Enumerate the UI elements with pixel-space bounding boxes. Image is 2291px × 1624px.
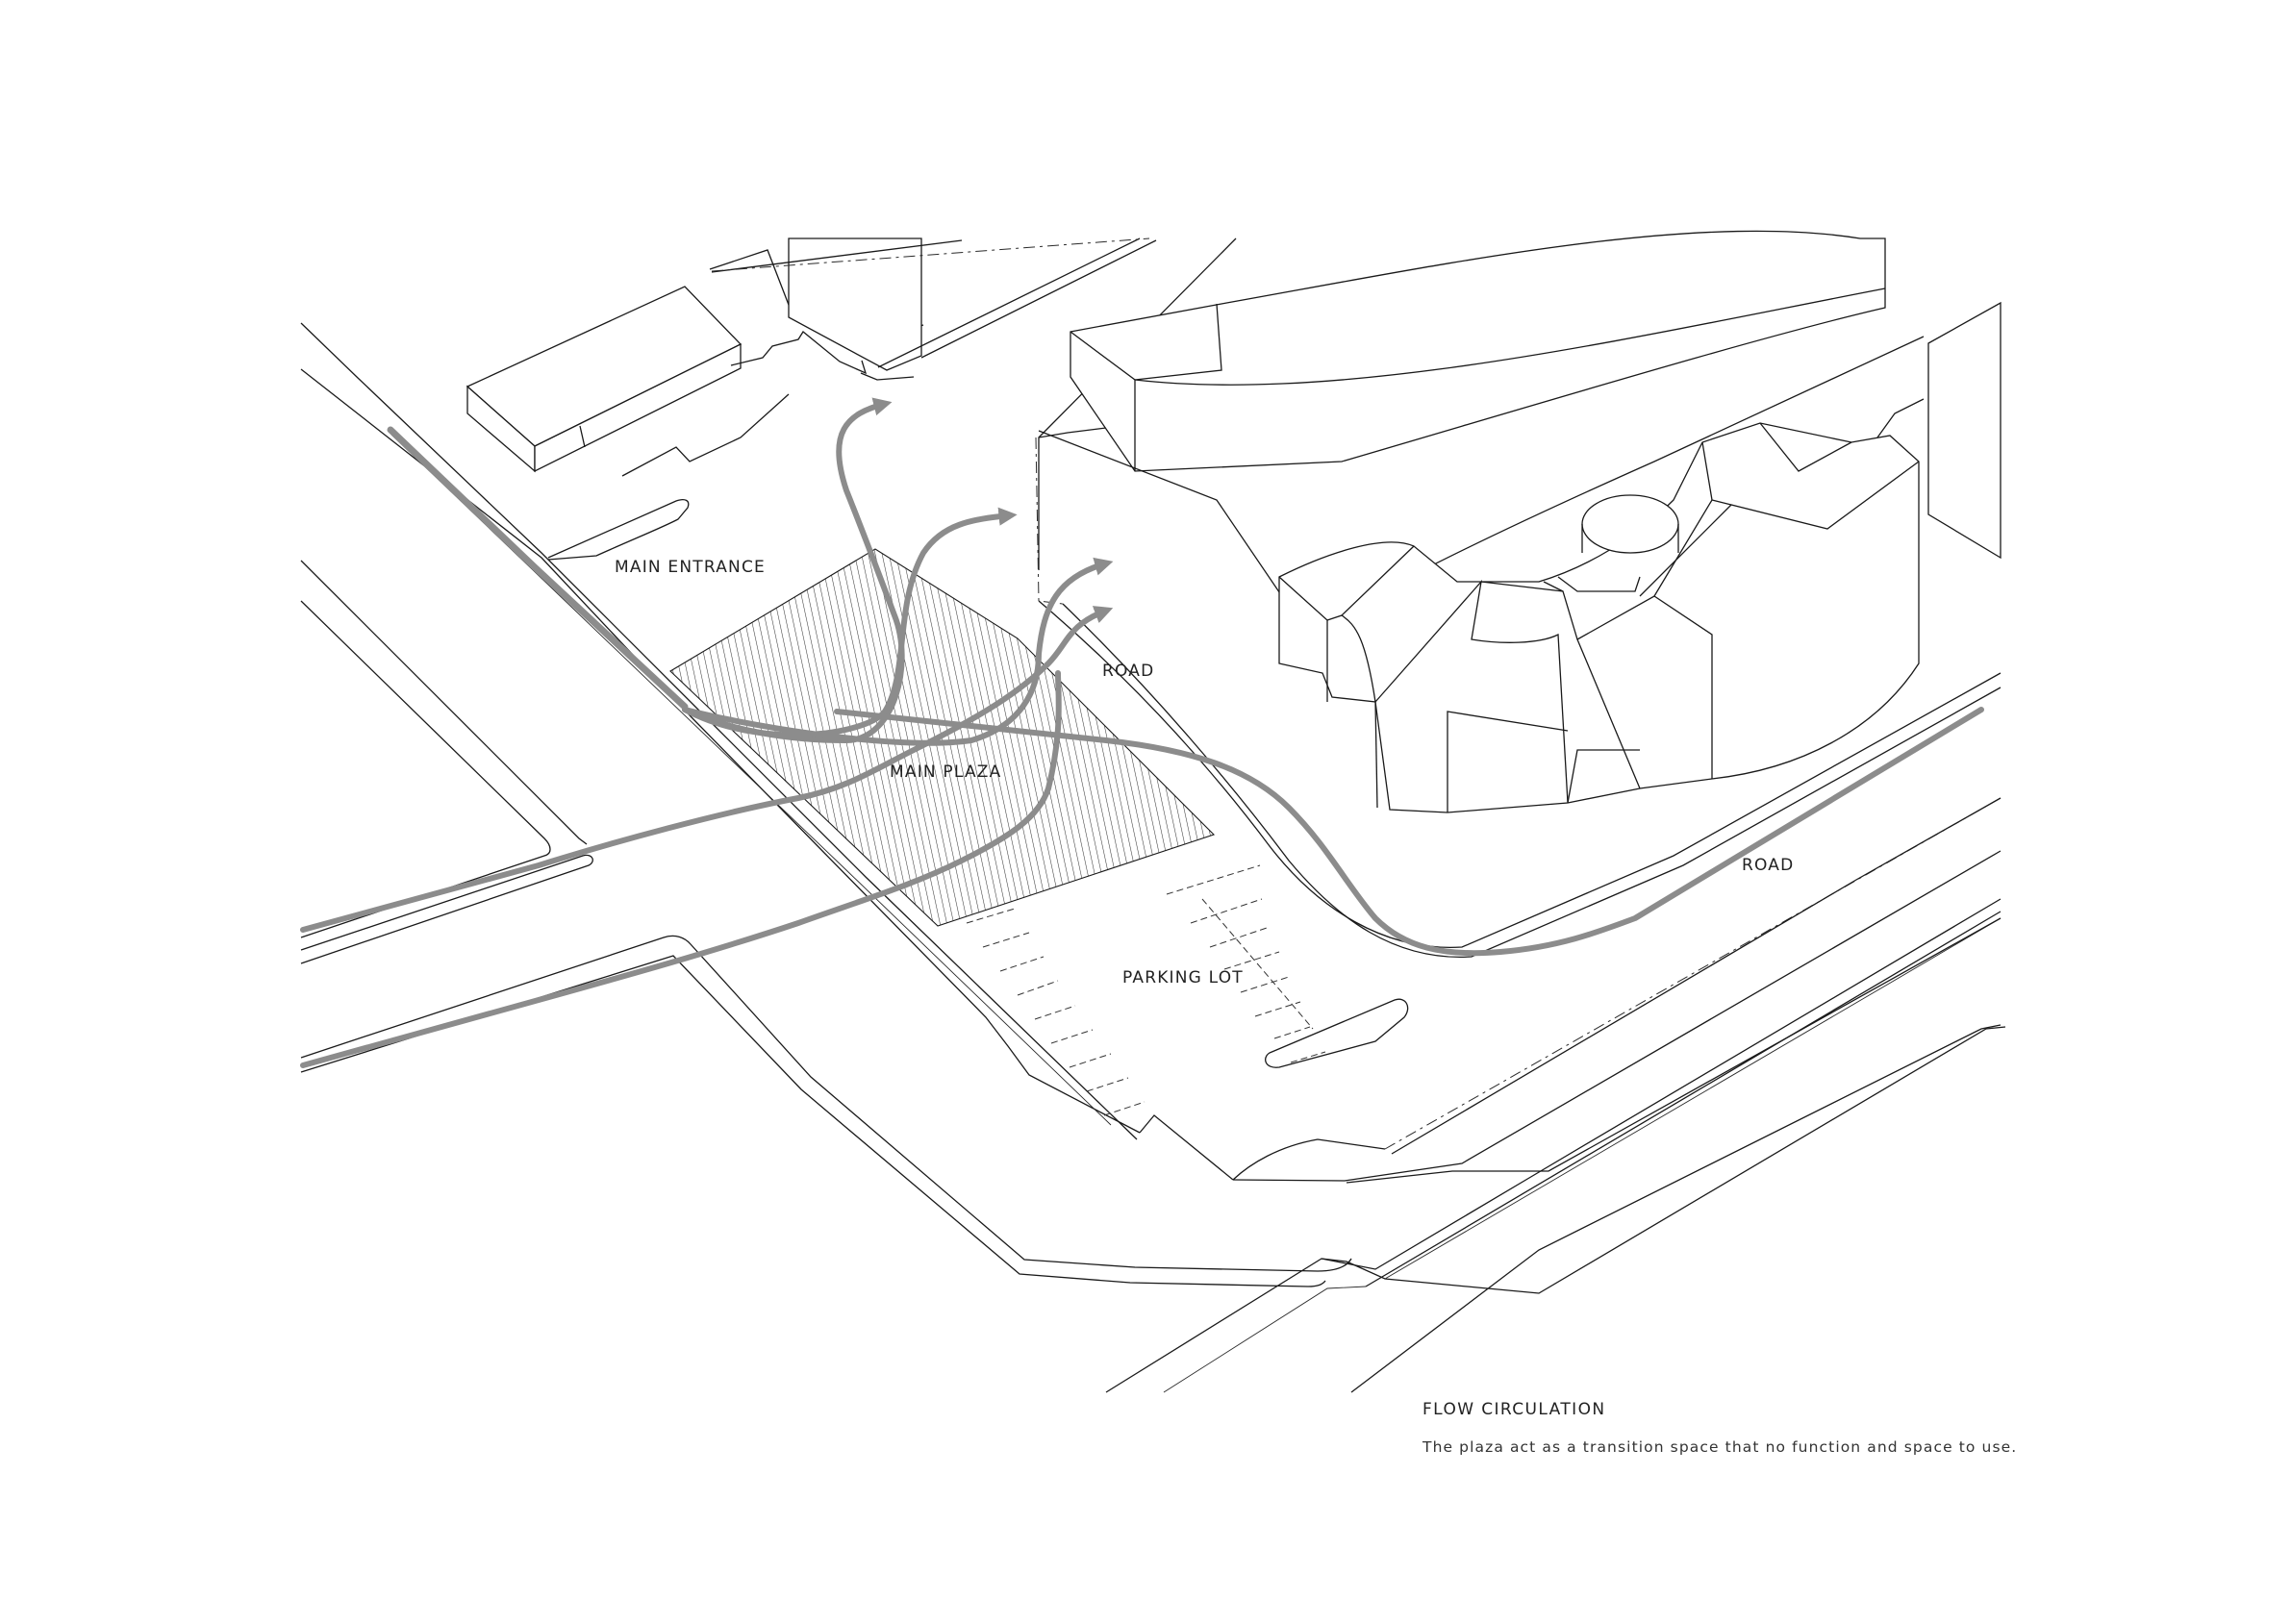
site-south-edge (1346, 917, 2001, 1184)
label-main-entrance: MAIN ENTRANCE (615, 558, 766, 577)
north-dash (711, 237, 1150, 272)
east-road-edge-4 (1391, 797, 2001, 1155)
radial-wing-6 (1639, 461, 1920, 597)
north-road-edge (1038, 427, 1107, 570)
north-walk-1 (730, 331, 868, 375)
parking-stall-line (982, 932, 1030, 948)
south-road-edge-1 (1105, 1258, 1347, 1393)
property-line-north (1035, 437, 1064, 605)
radial-core-cylinder-sides (1581, 524, 1679, 553)
north-buildings (466, 237, 1157, 561)
east-road-edge-3 (1384, 917, 2001, 1280)
label-road-upper: ROAD (1102, 662, 1154, 681)
north-street-edge-2 (877, 237, 1141, 368)
parking-stall-line (999, 956, 1045, 972)
parking-lot (966, 864, 1409, 1116)
southwest-block-edge-inner (300, 955, 1326, 1287)
parking-stall-line (1190, 898, 1263, 924)
street-network (300, 237, 2006, 1393)
east-road-edge-2 (1365, 911, 2001, 1287)
west-block-edge-a (300, 560, 588, 845)
south-road-edge-3 (1163, 1286, 1367, 1393)
radial-base-3 (1567, 749, 1640, 804)
main-road-edge-3 (390, 434, 1112, 1126)
curved-office-building (1038, 230, 2001, 636)
entrance-building-front (534, 342, 742, 473)
entrance-building-divider (579, 425, 586, 448)
label-main-plaza: MAIN PLAZA (890, 762, 1001, 782)
east-tower-base (1876, 398, 1925, 438)
parking-stall-line (1086, 1077, 1129, 1092)
parking-south-corner (1139, 1114, 1234, 1181)
parking-stall-line (1166, 864, 1261, 895)
flow-path-north-2 (682, 507, 1018, 738)
label-road-lower: ROAD (1742, 856, 1794, 875)
north-walk-2 (621, 393, 790, 477)
flow-path-east-road (834, 707, 1984, 957)
main-road-edge-2 (300, 368, 1141, 1134)
parking-island (1265, 998, 1409, 1068)
parking-stall-line (1069, 1053, 1112, 1068)
flow-circulation-arrows (300, 397, 1984, 1068)
curved-building-step (1134, 303, 1222, 381)
flow-path-diagonal (387, 426, 689, 711)
west-block-edge-b (300, 600, 551, 938)
curved-building-roofline (1134, 287, 1886, 386)
radial-base-1 (1374, 701, 1378, 809)
parking-stall-line (1240, 976, 1290, 993)
parking-stall-line (1223, 951, 1280, 970)
radial-building-mass (1278, 422, 1920, 813)
north-street-3 (920, 239, 1157, 359)
south-road-edge-4 (1346, 1026, 2006, 1294)
label-parking-lot: PARKING LOT (1122, 968, 1244, 987)
north-street-edge (711, 239, 963, 273)
radial-wing-4 (1543, 581, 1641, 789)
parking-stall-line (1034, 1005, 1076, 1020)
east-tower (1927, 301, 2001, 560)
site-south-edge-2 (1232, 850, 2001, 1182)
diagram-labels: MAIN ENTRANCE ROAD MAIN PLAZA ROAD PARKI… (615, 558, 1794, 987)
radial-wing-2-top (1341, 614, 1376, 703)
entrance-plaza-edge (547, 499, 690, 561)
radial-building (1278, 422, 1920, 813)
main-road-edge-1 (300, 322, 1138, 1140)
road-curve-edge-inner (1062, 603, 2001, 959)
caption-title: FLOW CIRCULATION (1422, 1400, 1606, 1419)
parking-stall-line (1103, 1101, 1146, 1116)
curved-building-mass (1070, 230, 1886, 472)
flow-path-west-1 (300, 606, 1114, 933)
property-line-south (1384, 797, 2001, 1150)
radial-wing-3 (1374, 579, 1569, 804)
parking-stall-line (1273, 1026, 1311, 1039)
parking-stall-line (1254, 1001, 1301, 1017)
flow-path-north-3 (682, 557, 1114, 746)
radial-courtyard (1480, 581, 1564, 592)
parking-stall-line (1050, 1029, 1094, 1044)
parking-stall-line (1017, 980, 1059, 996)
north-tower (788, 237, 922, 371)
southwest-block-edge (300, 935, 1352, 1272)
caption-text: The plaza act as a transition space that… (1422, 1438, 2018, 1456)
east-road-edge-1 (1321, 898, 2001, 1270)
south-road-edge-2 (1350, 1024, 2001, 1393)
west-block-edge-c (300, 854, 593, 964)
parking-stall-line (966, 908, 1016, 924)
parking-stall-line (1290, 1051, 1326, 1063)
radial-core-cylinder-top (1581, 494, 1679, 554)
radial-base-2 (1447, 711, 1569, 812)
radial-wing-7 (1701, 441, 1713, 501)
parking-exit-curve (1232, 1138, 1386, 1181)
north-curb (860, 372, 915, 381)
radial-wing-5 (1576, 595, 1713, 779)
parking-center-line (1201, 898, 1314, 1030)
parking-stall-line (1209, 926, 1271, 948)
radial-core-base (1557, 576, 1641, 592)
flow-path-west-2 (300, 670, 1062, 1068)
radial-wing-8 (1759, 422, 1852, 472)
